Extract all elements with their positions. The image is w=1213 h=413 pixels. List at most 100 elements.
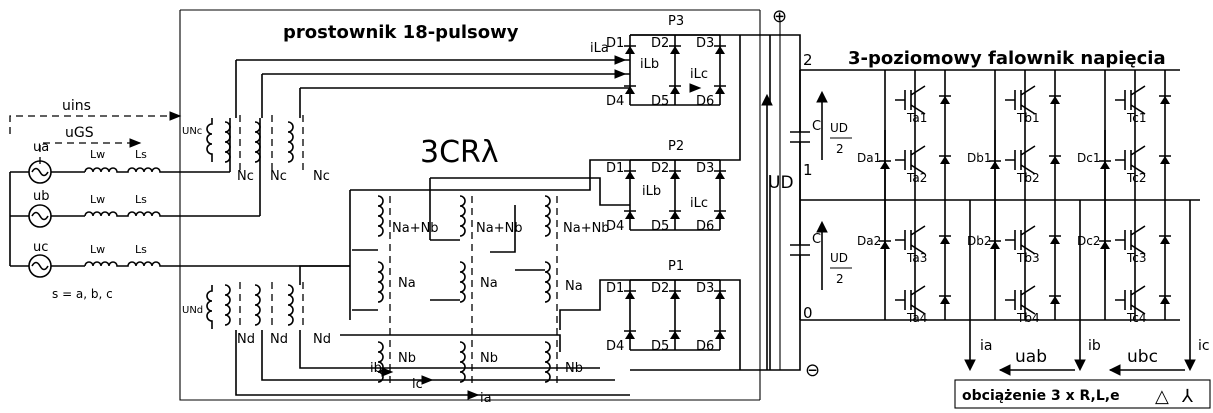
source-ub-label: ub bbox=[33, 189, 50, 204]
transistor-label: Tc1 bbox=[1126, 111, 1147, 125]
nb-label-1: Nb bbox=[398, 351, 416, 366]
clamp-diode-label: Db2 bbox=[967, 234, 992, 248]
node-1: 1 bbox=[803, 161, 813, 179]
c-label-bottom: C bbox=[812, 232, 821, 247]
transistor-label: Ta3 bbox=[906, 251, 927, 265]
transistor-label: Ta4 bbox=[906, 311, 927, 325]
nd-label-2: Nd bbox=[270, 332, 288, 347]
node-2: 2 bbox=[803, 51, 813, 69]
dc-plus: ⊕ bbox=[772, 6, 787, 27]
diode-label-top: D2 bbox=[651, 281, 669, 296]
nb-label-2: Nb bbox=[480, 351, 498, 366]
diode-top-1 bbox=[624, 45, 636, 54]
diode-top-2 bbox=[669, 290, 681, 299]
freewheel-diode bbox=[1049, 95, 1061, 104]
diode-top-1 bbox=[624, 170, 636, 179]
freewheel-diode bbox=[939, 235, 951, 244]
diode-bottom-1 bbox=[624, 210, 636, 219]
lw-label-a: Lw bbox=[90, 148, 105, 161]
freewheel-diode bbox=[1159, 95, 1171, 104]
ls-label-a: Ls bbox=[135, 148, 147, 161]
clamp-diode-label: Dc1 bbox=[1077, 151, 1100, 165]
secondary-windings: Na+Nb Na+Nb Na+Nb Na Na Na Nb Nb Nb bbox=[377, 195, 610, 385]
bridge-node-label: P3 bbox=[668, 14, 684, 29]
diode-label-bottom: D5 bbox=[651, 339, 669, 354]
diode-label-top: D2 bbox=[651, 36, 669, 51]
half-den-bottom: 2 bbox=[836, 272, 844, 286]
diode-bottom-3 bbox=[714, 330, 726, 339]
out-ia: ia bbox=[980, 338, 992, 354]
transistor-label: Tc4 bbox=[1126, 311, 1147, 325]
primary-windings: UNc Nc Nc Nc UNd Nd Nd Nd bbox=[182, 115, 331, 347]
freewheel-diode bbox=[1049, 155, 1061, 164]
diode-bottom-2 bbox=[669, 330, 681, 339]
supply-section: uins uGS ua ub uc Lw Ls Lw Ls Lw Ls s = … bbox=[9, 98, 350, 301]
nab-label-1: Na+Nb bbox=[392, 221, 439, 236]
diode-label-top: D3 bbox=[696, 281, 714, 296]
out-uab: uab bbox=[1015, 347, 1047, 367]
und-label: UNd bbox=[182, 305, 203, 316]
freewheel-diode bbox=[1159, 235, 1171, 244]
freewheel-diode bbox=[939, 295, 951, 304]
half-num-bottom: UD bbox=[830, 251, 848, 265]
ic-label: ic bbox=[412, 377, 423, 392]
ls-label-b: Ls bbox=[135, 193, 147, 206]
bridge-node-label: P1 bbox=[668, 259, 684, 274]
diode-label-top: D3 bbox=[696, 161, 714, 176]
diode-label-bottom: D6 bbox=[696, 339, 714, 354]
ia-label: ia bbox=[480, 391, 492, 406]
diode-top-2 bbox=[669, 45, 681, 54]
transistor-label: Ta1 bbox=[906, 111, 927, 125]
diode-bottom-3 bbox=[714, 85, 726, 94]
freewheel-diode bbox=[1159, 295, 1171, 304]
transistor-label: Tb4 bbox=[1016, 311, 1040, 325]
freewheel-diode bbox=[1159, 155, 1171, 164]
node-0: 0 bbox=[803, 304, 813, 322]
diode-bridges: D1D4D2D5D3D6P3D1D4D2D5D3D6P2D1D4D2D5D3D6… bbox=[606, 14, 726, 354]
clamp-diode-label: Dc2 bbox=[1077, 234, 1100, 248]
clamp-diode-label: Db1 bbox=[967, 151, 992, 165]
diode-label-bottom: D4 bbox=[606, 219, 624, 234]
ugs-label: uGS bbox=[65, 125, 94, 141]
nab-label-3: Na+Nb bbox=[563, 221, 610, 236]
source-ua-label: ua bbox=[33, 140, 49, 155]
diode-bottom-3 bbox=[714, 210, 726, 219]
na-label-2: Na bbox=[480, 276, 498, 291]
diode-label-bottom: D6 bbox=[696, 219, 714, 234]
ilb-label: iLb bbox=[640, 57, 659, 72]
out-ib: ib bbox=[1088, 338, 1101, 354]
out-ubc: ubc bbox=[1127, 347, 1158, 367]
diode-label-bottom: D6 bbox=[696, 94, 714, 109]
out-ic: ic bbox=[1198, 338, 1210, 354]
transistor-label: Ta2 bbox=[906, 171, 927, 185]
ib-label: ib bbox=[370, 361, 382, 376]
nc-label-2: Nc bbox=[270, 169, 287, 184]
diode-bottom-1 bbox=[624, 330, 636, 339]
dc-link: ⊕ ⊖ UD C C UD 2 UD 2 2 1 0 bbox=[630, 6, 852, 381]
diode-top-3 bbox=[714, 170, 726, 179]
diode-label-bottom: D5 bbox=[651, 219, 669, 234]
nd-label-1: Nd bbox=[237, 332, 255, 347]
nd-label-3: Nd bbox=[313, 332, 331, 347]
inverter-legs: Ta1Ta2Ta3Ta4Da1Da2Tb1Tb2Tb3Tb4Db1Db2Tc1T… bbox=[857, 70, 1171, 325]
diode-label-bottom: D4 bbox=[606, 94, 624, 109]
diode-label-bottom: D5 bbox=[651, 94, 669, 109]
diode-top-3 bbox=[714, 290, 726, 299]
c-label-top: C bbox=[812, 119, 821, 134]
rectifier-enclosure bbox=[179, 9, 761, 401]
nc-label-3: Nc bbox=[313, 169, 330, 184]
uins-label: uins bbox=[62, 98, 91, 114]
bridge-node-label: P2 bbox=[668, 139, 684, 154]
rectifier-title: prostownik 18-pulsowy bbox=[283, 22, 519, 43]
ls-label-c: Ls bbox=[135, 243, 147, 256]
lw-label-c: Lw bbox=[90, 243, 105, 256]
inverter-title: 3-poziomowy falownik napięcia bbox=[848, 48, 1166, 69]
diode-bottom-2 bbox=[669, 210, 681, 219]
wiring bbox=[229, 55, 702, 400]
